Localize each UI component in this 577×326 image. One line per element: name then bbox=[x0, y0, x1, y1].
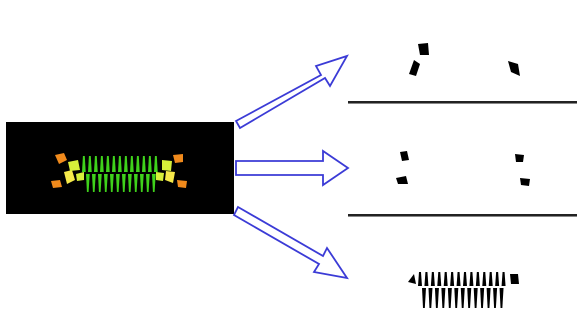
molar-lower-left bbox=[409, 60, 420, 76]
tooth-shape bbox=[122, 174, 126, 192]
arrow-to-middle bbox=[235, 149, 350, 187]
tooth-shape bbox=[501, 272, 506, 286]
tooth-shape bbox=[148, 156, 152, 172]
incisors-mask bbox=[408, 272, 519, 308]
tooth-shape bbox=[450, 272, 455, 286]
upper-right-premolar bbox=[162, 160, 172, 171]
mask-left-end bbox=[408, 274, 416, 284]
tooth-shape bbox=[152, 174, 156, 192]
tooth-shape bbox=[430, 272, 435, 286]
tooth-shape bbox=[88, 156, 92, 172]
tooth-shape bbox=[493, 288, 498, 308]
molars-mask bbox=[409, 43, 520, 76]
tooth-shape bbox=[422, 288, 427, 308]
upper-right-molar bbox=[173, 154, 183, 163]
tooth-shape bbox=[140, 174, 144, 192]
tooth-shape bbox=[447, 288, 452, 308]
lower-right-premolar bbox=[165, 171, 175, 183]
tooth-shape bbox=[469, 272, 474, 286]
output-panel-molars bbox=[348, 8, 577, 103]
premolar-lower-right bbox=[520, 178, 530, 186]
tooth-shape bbox=[118, 156, 122, 172]
tooth-shape bbox=[488, 272, 493, 286]
lower-green-teeth bbox=[86, 174, 156, 192]
source-segmentation-image bbox=[6, 122, 234, 214]
tooth-shape bbox=[142, 156, 146, 172]
tooth-shape bbox=[110, 174, 114, 192]
output-panel-incisors-canines bbox=[348, 232, 577, 326]
premolar-lower-left bbox=[396, 176, 408, 184]
molar-upper-left bbox=[418, 43, 429, 55]
tooth-shape bbox=[98, 174, 102, 192]
lower-right-premolar-2 bbox=[156, 172, 164, 181]
upper-left-molar bbox=[55, 153, 67, 164]
tooth-shape bbox=[424, 272, 429, 286]
tooth-shape bbox=[437, 272, 442, 286]
tooth-shape bbox=[418, 272, 422, 286]
molar-right bbox=[508, 61, 520, 76]
tooth-shape bbox=[106, 156, 110, 172]
arrow-to-bottom bbox=[232, 205, 349, 280]
tooth-shape bbox=[154, 156, 158, 172]
tooth-shape bbox=[428, 288, 433, 308]
colored-teeth-segmentation bbox=[51, 153, 187, 192]
tooth-shape bbox=[82, 156, 86, 172]
tooth-shape bbox=[473, 288, 478, 308]
lower-left-molar bbox=[51, 180, 62, 188]
tooth-shape bbox=[86, 174, 90, 192]
tooth-shape bbox=[134, 174, 138, 192]
tooth-shape bbox=[463, 272, 467, 286]
upper-left-premolar bbox=[68, 160, 80, 171]
tooth-shape bbox=[499, 288, 504, 308]
tooth-shape bbox=[467, 288, 472, 308]
tooth-shape bbox=[456, 272, 461, 286]
premolar-upper-left bbox=[400, 151, 409, 161]
upper-green-teeth bbox=[82, 156, 158, 172]
tooth-shape bbox=[482, 272, 487, 286]
premolar-upper-right bbox=[515, 154, 524, 162]
mask-lower-teeth bbox=[422, 288, 504, 308]
tooth-shape bbox=[128, 174, 132, 192]
tooth-shape bbox=[124, 156, 128, 172]
output-panel-premolars bbox=[348, 118, 577, 216]
tooth-shape bbox=[441, 288, 446, 308]
tooth-shape bbox=[116, 174, 120, 192]
tooth-shape bbox=[475, 272, 480, 286]
mask-upper-teeth bbox=[418, 272, 506, 286]
lower-right-molar bbox=[177, 180, 187, 188]
tooth-shape bbox=[146, 174, 150, 192]
tooth-shape bbox=[112, 156, 116, 172]
tooth-shape bbox=[100, 156, 104, 172]
tooth-shape bbox=[460, 288, 465, 308]
lower-left-premolar-2 bbox=[76, 172, 84, 181]
tooth-shape bbox=[136, 156, 140, 172]
tooth-shape bbox=[92, 174, 96, 192]
arrow-to-top bbox=[234, 54, 349, 130]
tooth-shape bbox=[104, 174, 108, 192]
tooth-shape bbox=[454, 288, 459, 308]
premolars-mask bbox=[396, 151, 530, 186]
tooth-shape bbox=[130, 156, 134, 172]
tooth-shape bbox=[443, 272, 448, 286]
tooth-shape bbox=[434, 288, 439, 308]
mask-right-end bbox=[510, 274, 519, 284]
tooth-shape bbox=[495, 272, 500, 286]
tooth-shape bbox=[94, 156, 98, 172]
tooth-shape bbox=[486, 288, 491, 308]
tooth-shape bbox=[480, 288, 485, 308]
lower-left-premolar bbox=[64, 170, 75, 184]
